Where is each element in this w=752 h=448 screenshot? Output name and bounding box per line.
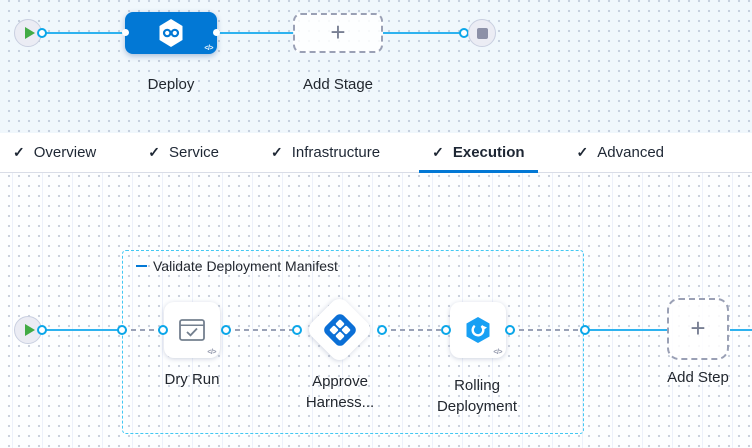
tab-label: Service xyxy=(168,144,220,161)
connector-dashed-line xyxy=(382,329,446,331)
stop-icon xyxy=(476,27,488,39)
check-icon: ✓ xyxy=(13,144,25,160)
dry-run-icon xyxy=(179,319,205,341)
connector-line xyxy=(585,329,667,331)
check-icon: ✓ xyxy=(271,144,283,160)
step-node-rolling-deployment[interactable]: </> xyxy=(450,302,506,358)
harness-approval-icon xyxy=(323,313,356,346)
stage-graph-canvas: </> + Deploy Add Stage xyxy=(0,0,752,133)
collapse-group-icon[interactable] xyxy=(136,265,147,267)
plus-icon: + xyxy=(690,313,706,343)
tab-advanced[interactable]: ✓ Advanced xyxy=(551,133,690,172)
connector-dot xyxy=(122,29,129,36)
stage-config-tabs: ✓ Overview ✓ Service ✓ Infrastructure ✓ … xyxy=(0,133,752,173)
check-icon: ✓ xyxy=(576,144,589,160)
tab-service[interactable]: ✓ Service xyxy=(122,133,245,172)
yaml-code-icon: </> xyxy=(207,349,216,356)
step-label: Rolling Deployment xyxy=(436,377,518,415)
check-icon: ✓ xyxy=(432,144,444,160)
tab-label: Infrastructure xyxy=(291,144,381,161)
connector-dashed-line xyxy=(510,329,585,331)
connector-ring xyxy=(37,325,47,335)
tab-label: Overview xyxy=(33,144,97,161)
step-label: Approve Harness... xyxy=(305,373,375,411)
connector-line xyxy=(40,329,122,331)
connector-dashed-line xyxy=(122,329,164,331)
tab-overview[interactable]: ✓ Overview xyxy=(0,133,122,172)
connector-ring xyxy=(158,325,168,335)
step-node-dry-run[interactable]: </> xyxy=(164,302,220,358)
tab-label: Advanced xyxy=(597,144,664,161)
tab-infrastructure[interactable]: ✓ Infrastructure xyxy=(245,133,406,172)
connector-line xyxy=(383,32,464,34)
check-icon: ✓ xyxy=(148,144,160,160)
stage-label: Deploy xyxy=(147,76,195,93)
pipeline-end-node xyxy=(468,19,496,47)
play-icon xyxy=(24,27,35,39)
connector-ring xyxy=(37,28,47,38)
stage-node-deploy[interactable]: </> xyxy=(122,12,220,54)
step-label: Dry Run xyxy=(164,371,220,388)
step-group-header: Validate Deployment Manifest xyxy=(136,258,338,274)
tab-execution[interactable]: ✓ Execution xyxy=(406,133,550,173)
step-node-approve[interactable] xyxy=(304,294,375,365)
connector-dashed-line xyxy=(226,329,297,331)
connector-ring xyxy=(221,325,231,335)
yaml-code-icon: </> xyxy=(493,349,502,356)
connector-line xyxy=(216,32,294,34)
yaml-code-icon: </> xyxy=(204,45,213,52)
add-step-button[interactable]: + xyxy=(667,298,729,360)
step-group-label: Validate Deployment Manifest xyxy=(153,258,338,274)
rolling-deployment-icon xyxy=(466,317,490,343)
connector-ring xyxy=(441,325,451,335)
add-stage-button[interactable]: + xyxy=(293,13,383,53)
connector-ring xyxy=(377,325,387,335)
tab-label: Execution xyxy=(452,144,525,161)
connector-ring xyxy=(117,325,127,335)
plus-icon: + xyxy=(330,17,346,47)
connector-line xyxy=(40,32,126,34)
add-step-label: Add Step xyxy=(667,369,729,386)
add-stage-label: Add Stage xyxy=(302,76,374,93)
connector-ring xyxy=(580,325,590,335)
harness-pipeline-icon xyxy=(159,19,183,47)
execution-graph-canvas: Validate Deployment Manifest </> xyxy=(0,173,752,448)
connector-dot xyxy=(213,29,220,36)
connector-ring xyxy=(505,325,515,335)
play-icon xyxy=(24,324,35,336)
step-group-box: Validate Deployment Manifest xyxy=(122,250,584,434)
connector-line xyxy=(730,329,752,331)
connector-ring xyxy=(292,325,302,335)
